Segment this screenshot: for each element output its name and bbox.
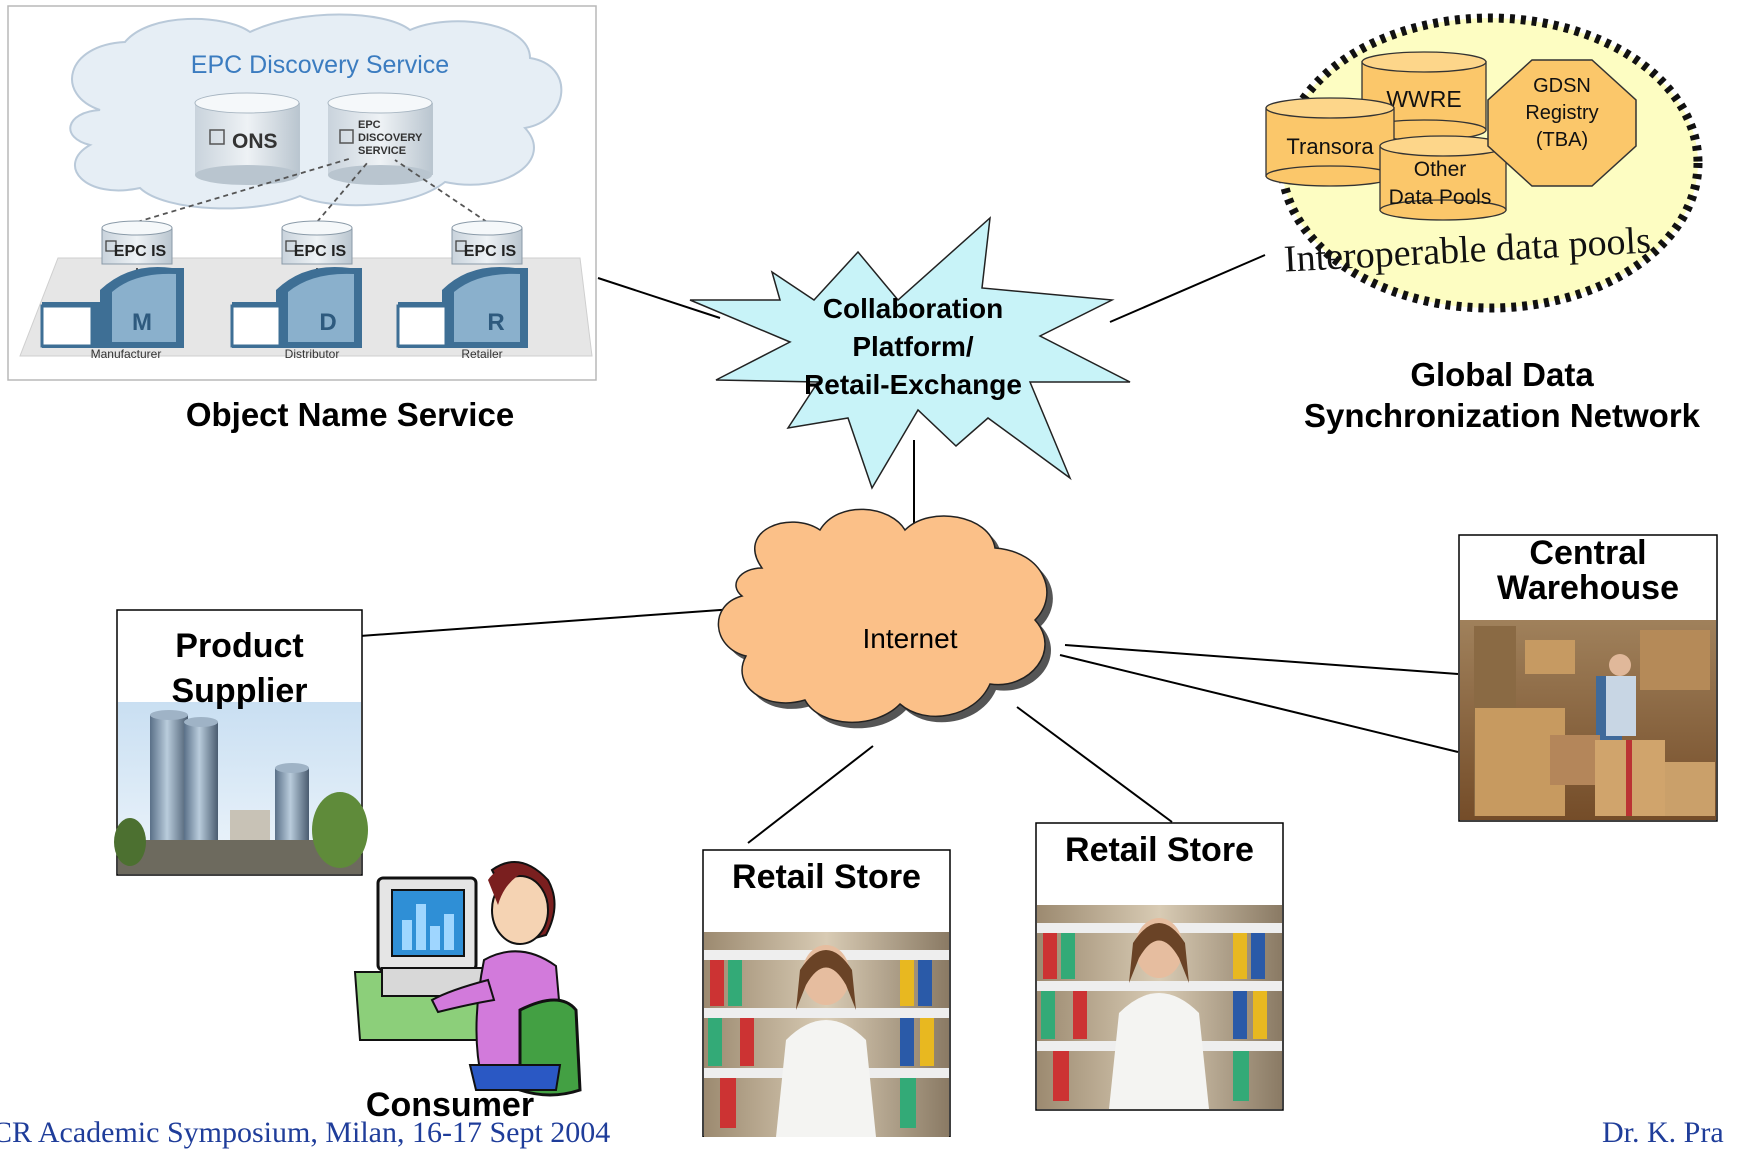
hub-line-1: Collaboration [822,293,1004,324]
ons-node-manufacturer: EPC IS M Manufacturer [40,220,184,361]
ons-cloud [69,13,563,210]
hub-line-2: Platform/ [852,331,974,362]
footer-left: CR Academic Symposium, Milan, 16-17 Sept… [0,1116,611,1149]
ons-title: Object Name Service [185,396,515,433]
link-internet-warehouse-2 [1059,654,1459,753]
ons-db-icon [209,129,225,145]
transora-label: Transora [1286,134,1374,159]
warehouse-line-1: Central [1529,534,1647,572]
gdsn-title-line-2: Synchronization Network [1303,397,1701,434]
epcis-label: EPC IS [114,243,167,260]
discovery-db-icon [339,129,354,144]
supplier-line-1: Product [175,627,304,665]
internet-label: Internet [862,623,958,654]
registry-line2: Registry [1525,102,1598,124]
hub-label: Collaboration Platform/ Retail-Exchange [768,290,1058,404]
discovery-db-line3: SERVICE [358,145,406,157]
warehouse-line-2: Warehouse [1496,569,1679,607]
other-pools-line2: Data Pools [1389,186,1492,209]
link-internet-supplier [359,607,749,637]
epcis-icon [285,240,297,252]
retail-store-1-box [702,849,951,1137]
node-caption: Distributor [285,347,340,361]
internet-cloud [717,508,1053,729]
ons-dashed-links [136,157,488,223]
store1-photo [704,932,949,1137]
store1-label: Retail Store [732,858,921,896]
epcis-icon [105,240,117,252]
epcis-label: EPC IS [464,243,517,260]
epcis-label: EPC IS [294,243,347,260]
registry-line1: GDSN [1533,75,1591,97]
discovery-database: EPC DISCOVERY SERVICE [327,92,433,185]
supplier-line-2: Supplier [171,672,308,710]
store2-label: Retail Store [1065,831,1254,869]
link-internet-store2 [1016,706,1173,823]
supplier-label: Product Supplier [118,624,361,714]
hub-line-3: Retail-Exchange [804,369,1022,400]
wwre-label: WWRE [1386,86,1461,112]
transora-pool: Transora [1265,97,1395,187]
node-caption: Manufacturer [91,347,162,361]
discovery-db-line1: EPC [358,119,381,131]
node-caption: Retailer [461,347,502,361]
other-pools-line1: Other [1414,158,1467,181]
ons-node-retailer: EPC IS R Retailer [396,220,528,361]
consumer-label: Consumer [365,1086,535,1124]
ons-db-label: ONS [232,130,278,153]
gdsn-title-line-1: Global Data [1410,356,1594,393]
link-ons-hub [597,277,721,319]
epc-discovery-title: EPC Discovery Service [191,51,449,79]
ons-database: ONS [194,92,300,185]
consumer-illustration [353,861,582,1097]
node-letter: M [132,309,152,336]
ons-panel: EPC Discovery Service ONS EPC DISCOVERY … [7,5,597,381]
registry-line3: (TBA) [1536,129,1588,151]
node-letter: D [319,309,336,336]
warehouse-label: Central Warehouse [1460,536,1716,606]
discovery-db-line2: DISCOVERY [358,132,423,144]
other-data-pools: Other Data Pools [1379,135,1507,221]
connectors [359,254,1459,844]
retail-store-2-box [1035,822,1284,1111]
gdsn-pools: WWRE Transora Other Data Pools GDSN Regi… [1265,13,1703,313]
node-letter: R [487,309,504,336]
footer-right: Dr. K. Pra [1602,1116,1724,1149]
product-supplier-box [114,609,368,876]
gdsn-title: Global Data Synchronization Network [1260,354,1744,436]
warehouse-photo [1460,620,1716,820]
central-warehouse-box [1458,534,1718,822]
epcis-icon [455,240,467,252]
gdsn-registry: GDSN Registry (TBA) [1487,59,1637,187]
link-internet-store1 [747,745,874,844]
link-hub-gdsn [1109,254,1266,323]
supplier-photo [114,702,368,874]
ons-node-distributor: EPC IS D Distributor [230,220,362,361]
collaboration-hub-star [689,216,1131,490]
link-internet-warehouse-1 [1064,644,1459,675]
store2-photo [1037,905,1282,1109]
